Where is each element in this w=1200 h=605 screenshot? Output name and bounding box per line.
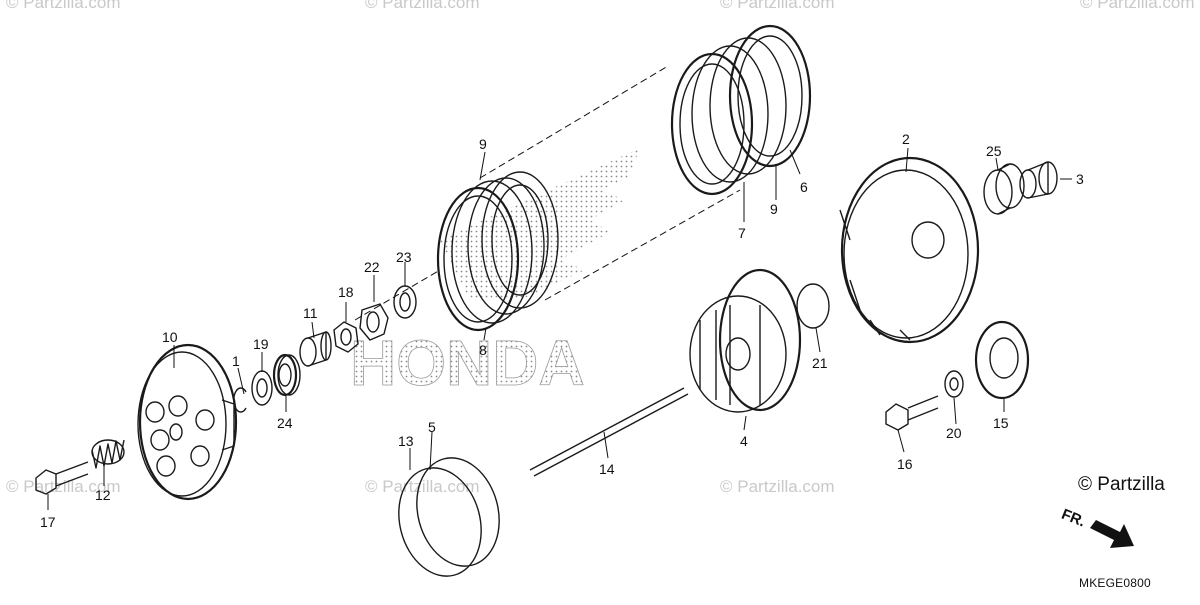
callout-21: 21 [812, 355, 828, 371]
lifter-11 [299, 331, 332, 367]
callout-6: 6 [800, 179, 808, 195]
callout-15: 15 [993, 415, 1009, 431]
callout-4: 4 [740, 433, 748, 449]
leader-lines [47, 147, 1072, 510]
callout-3: 3 [1076, 171, 1084, 187]
gear-15 [974, 320, 1030, 400]
callout-12: 12 [95, 487, 111, 503]
callout-10: 10 [162, 329, 178, 345]
callout-22: 22 [364, 259, 380, 275]
nut-18 [333, 321, 359, 353]
watermark-7: © Partzilla.com [1080, 0, 1195, 12]
washer-19 [251, 370, 273, 406]
callout-24: 24 [277, 415, 293, 431]
assembly-lines [354, 65, 741, 321]
spring-12 [91, 439, 125, 469]
direction-label: FR. [1059, 506, 1088, 531]
callout-17: 17 [40, 514, 56, 530]
callout-20: 20 [946, 425, 962, 441]
o-ring-13 [398, 467, 482, 577]
washer-21 [796, 283, 830, 329]
bolt-16 [885, 395, 939, 431]
watermark-2: © Partzilla.com [365, 477, 480, 496]
bolt-17 [35, 461, 89, 495]
plate-stack-right [670, 24, 812, 196]
part-code: MKEGE0800 [1079, 576, 1151, 590]
collar-3 [1019, 161, 1058, 199]
pushrod-14 [529, 387, 689, 477]
callout-18: 18 [338, 284, 354, 300]
callout-2: 2 [902, 131, 910, 147]
callout-25: 25 [986, 143, 1002, 159]
watermark-1: © Partzilla.com [6, 477, 121, 496]
watermark-5: © Partzilla.com [365, 0, 480, 12]
circlip-1 [233, 387, 247, 413]
copyright-text: © Partzilla [1078, 474, 1165, 495]
callout-5: 5 [428, 419, 436, 435]
o-ring-5 [416, 457, 500, 567]
lock-washer-22 [359, 303, 389, 341]
callout-7: 7 [738, 225, 746, 241]
clutch-center-4 [689, 268, 802, 413]
bearing-24 [272, 353, 301, 397]
watermarks: © Partzilla.com © Partzilla.com © Partzi… [6, 0, 1195, 496]
watermark-6: © Partzilla.com [720, 0, 835, 12]
plate-stack-left [436, 171, 559, 332]
callout-23: 23 [396, 249, 412, 265]
front-direction-arrow-icon: FR. [1059, 506, 1134, 548]
clutch-outer-2 [839, 156, 980, 344]
honda-logo-text: HONDA [350, 327, 585, 399]
watermark-4: © Partzilla.com [6, 0, 121, 12]
callout-13: 13 [398, 433, 414, 449]
callout-16: 16 [897, 456, 913, 472]
callout-19: 19 [253, 336, 269, 352]
callout-11: 11 [303, 305, 318, 321]
callout-9a: 9 [479, 136, 487, 152]
callout-14: 14 [599, 461, 615, 477]
callout-1: 1 [232, 353, 240, 369]
needle-bearing-25 [983, 163, 1025, 215]
honda-wing-logo: HONDA [350, 148, 640, 399]
callout-9b: 9 [770, 201, 778, 217]
pressure-plate [137, 343, 238, 501]
watermark-3: © Partzilla.com [720, 477, 835, 496]
washer-20 [944, 370, 964, 398]
callouts: 1 2 3 4 5 6 7 8 9 9 10 11 12 13 14 15 16… [40, 131, 1084, 530]
callout-8: 8 [479, 342, 487, 358]
